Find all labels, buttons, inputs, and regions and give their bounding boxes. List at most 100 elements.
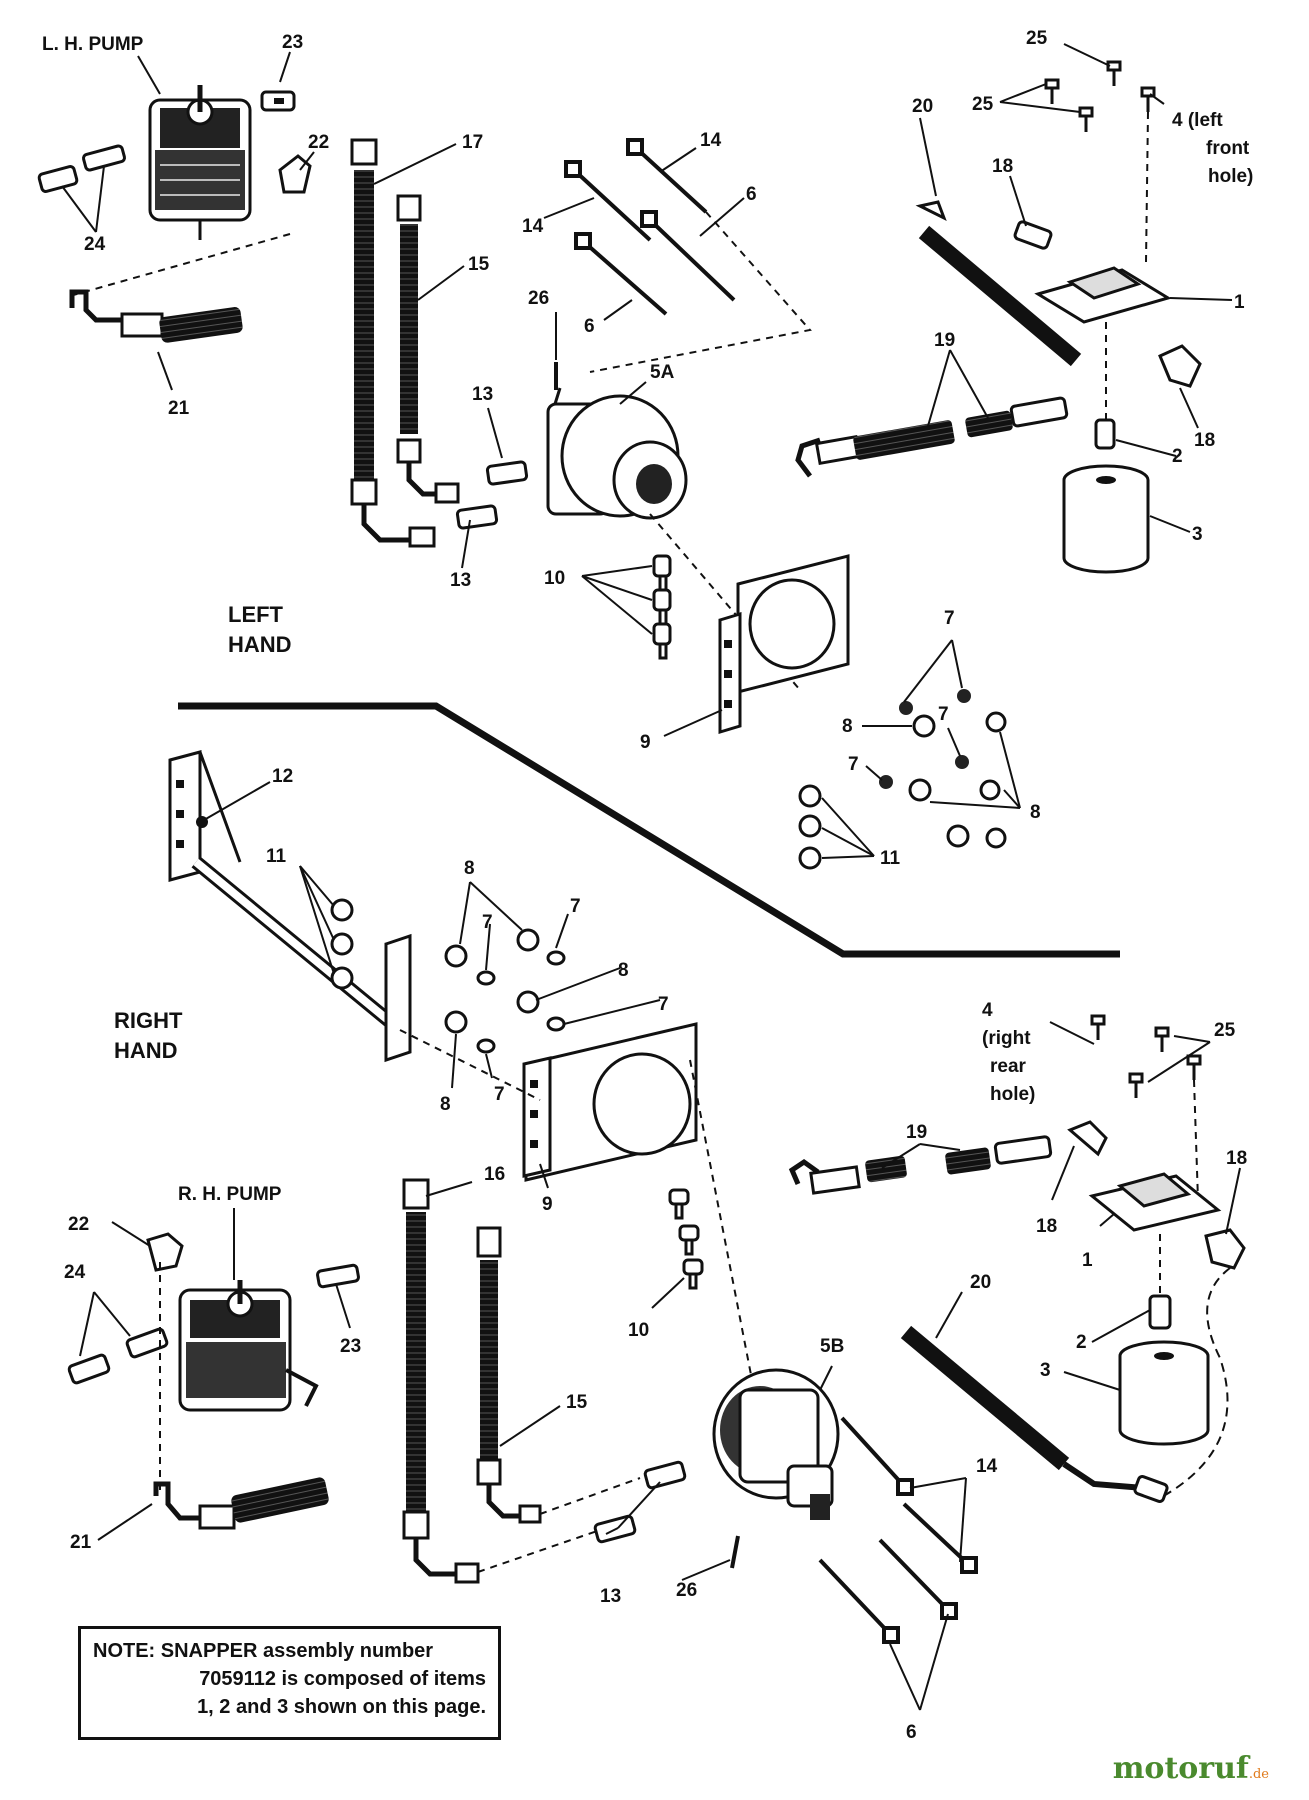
callout-8b: 8: [1030, 802, 1041, 823]
hose-16: [402, 1178, 480, 1584]
callout-18b: 18: [1194, 430, 1215, 451]
note-right-rear-3: rear: [990, 1056, 1027, 1077]
watermark-logo: motoruf.de: [1113, 1751, 1269, 1786]
callout-19b: 19: [906, 1122, 927, 1143]
callout-26a: 26: [528, 288, 549, 309]
callout-19a: 19: [934, 330, 955, 351]
hose-19-left: [795, 396, 1069, 478]
section-divider: [178, 702, 1120, 958]
callout-7g: 7: [494, 1084, 505, 1105]
callout-18c: 18: [1036, 1216, 1057, 1237]
callout-5a: 5A: [650, 362, 675, 383]
note-left-front-1: 4 (left: [1172, 110, 1223, 131]
filter-bracket-1-right: [1088, 1172, 1222, 1232]
callout-1b: 1: [1082, 1250, 1093, 1271]
left-fittings: [37, 90, 312, 194]
hose-21: [69, 289, 243, 343]
hose-17: [350, 138, 436, 548]
left-screws-25: [1044, 60, 1156, 132]
section-left-1: LEFT: [228, 602, 284, 627]
callout-7b: 7: [938, 704, 949, 725]
hose-15-right: [476, 1226, 542, 1524]
right-bracket-9: [522, 1022, 698, 1182]
bolt-26-right: [730, 1535, 740, 1569]
callout-8d: 8: [618, 960, 629, 981]
callout-3b: 3: [1040, 1360, 1051, 1381]
section-right-1: RIGHT: [114, 1008, 183, 1033]
left-fittings-18: [1013, 220, 1202, 388]
callout-20b: 20: [970, 1272, 991, 1293]
callout-12: 12: [272, 766, 293, 787]
callout-14b: 14: [522, 216, 544, 237]
right-bolts-10: [668, 1188, 704, 1290]
right-fittings-13: [593, 1460, 687, 1544]
callout-7f: 7: [658, 994, 669, 1015]
callout-6a: 6: [746, 184, 757, 205]
left-bolts-10: [652, 554, 672, 660]
callout-25a: 25: [1026, 28, 1048, 49]
callout-8c: 8: [464, 858, 475, 879]
callout-6b: 6: [584, 316, 595, 337]
hose-15-left: [396, 194, 460, 504]
section-right-2: HAND: [114, 1038, 178, 1063]
callout-6c: 6: [906, 1722, 917, 1743]
left-nuts: [798, 711, 1007, 870]
callout-17: 17: [462, 132, 483, 153]
callout-22: 22: [308, 132, 329, 153]
frame-12: [168, 750, 412, 1063]
label-rh-pump: R. H. PUMP: [178, 1184, 282, 1205]
callout-26b: 26: [676, 1580, 697, 1601]
right-hose-19: [788, 1120, 1108, 1195]
callout-23b: 23: [340, 1336, 361, 1357]
right-washers-7: [476, 950, 566, 1054]
callout-14a: 14: [700, 130, 722, 151]
note-line-2: 7059112 is composed of items: [199, 1668, 486, 1690]
callout-9b: 9: [542, 1194, 553, 1215]
callout-25b: 25: [972, 94, 994, 115]
callout-18d: 18: [1226, 1148, 1247, 1169]
hose-20-right: [900, 1325, 1169, 1503]
callout-10b: 10: [628, 1320, 649, 1341]
callout-24b: 24: [64, 1262, 86, 1283]
callout-20a: 20: [912, 96, 933, 117]
callout-15: 15: [468, 254, 490, 275]
filter-bracket-1-left: [1034, 266, 1172, 324]
note-right-rear-2: (right: [982, 1028, 1031, 1049]
callout-13c: 13: [600, 1586, 621, 1607]
right-fittings: [67, 1232, 360, 1385]
right-nuts-11: [330, 898, 354, 990]
callout-8a: 8: [842, 716, 853, 737]
callout-13a: 13: [472, 384, 493, 405]
left-fittings-13: [455, 460, 529, 530]
callout-25c: 25: [1214, 1020, 1236, 1041]
hose-21-right: [153, 1477, 329, 1530]
right-screws-25: [1090, 1014, 1202, 1098]
leader-lines: [61, 43, 1241, 1711]
section-left-2: HAND: [228, 632, 292, 657]
callout-7e: 7: [482, 912, 493, 933]
left-bracket-9: [718, 554, 850, 735]
right-nuts-8: [444, 928, 540, 1034]
callout-3a: 3: [1192, 524, 1203, 545]
hose-20-left: [915, 200, 1082, 367]
callout-8e: 8: [440, 1094, 451, 1115]
callout-11b: 11: [266, 846, 287, 867]
note-left-front-3: hole): [1208, 166, 1253, 187]
callout-10a: 10: [544, 568, 565, 589]
assembly-note: NOTE: SNAPPER assembly number 7059112 is…: [78, 1626, 501, 1740]
left-long-bolts: [564, 138, 736, 316]
label-lh-pump: L. H. PUMP: [42, 34, 144, 55]
right-filter-parts: [1118, 1294, 1210, 1446]
note-line-3: 1, 2 and 3 shown on this page.: [197, 1696, 486, 1718]
callout-16: 16: [484, 1164, 505, 1185]
callout-24: 24: [84, 234, 106, 255]
callout-7c: 7: [848, 754, 859, 775]
note-line-1: NOTE: SNAPPER assembly number: [93, 1640, 434, 1662]
callout-21: 21: [168, 398, 190, 419]
motor-5b: [712, 1368, 840, 1520]
callout-2a: 2: [1172, 446, 1183, 467]
note-left-front-2: front: [1206, 138, 1250, 159]
callout-2b: 2: [1076, 1332, 1087, 1353]
watermark-name: motoruf: [1112, 1751, 1249, 1786]
